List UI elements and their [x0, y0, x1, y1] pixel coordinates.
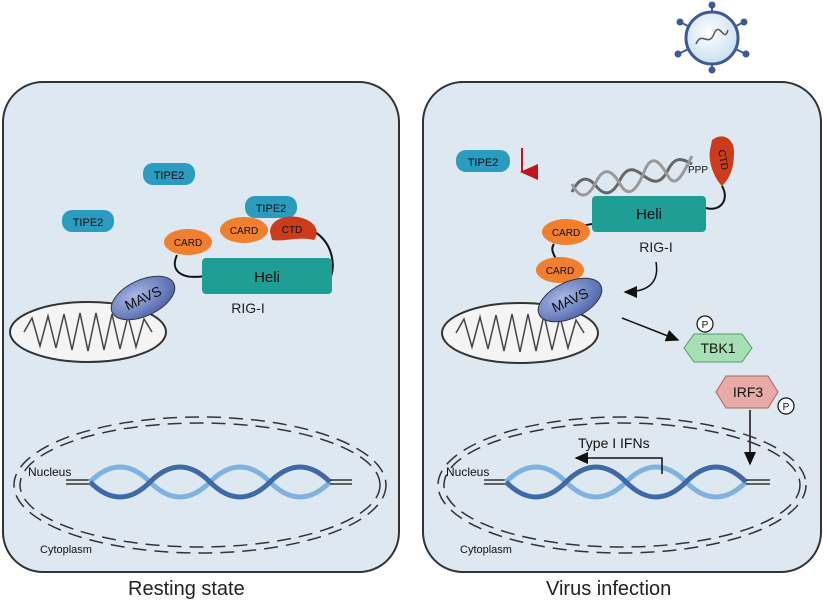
phospho-tbk1: P	[696, 315, 714, 333]
svg-text:IRF3: IRF3	[733, 384, 764, 400]
svg-text:CARD: CARD	[552, 228, 580, 239]
card-1: CARD	[164, 229, 212, 255]
tipe2-3: TIPE2	[245, 196, 297, 218]
heli-left: Heli	[202, 258, 332, 294]
svg-text:TBK1: TBK1	[700, 340, 735, 356]
mavs-left: MAVS	[110, 275, 176, 321]
virus-icon	[674, 1, 750, 74]
nucleus-right	[437, 416, 807, 554]
card-right-1: CARD	[542, 219, 590, 245]
resting-state-caption: Resting state	[128, 578, 245, 600]
pathway-diagram: TIPE2 TIPE2 TIPE2 CARD CARD CTD Heli RIG…	[2, 1, 822, 573]
type-i-ifns-label: Type I IFNs	[578, 435, 650, 451]
tipe2-right: TIPE2	[456, 150, 510, 172]
svg-text:TIPE2: TIPE2	[73, 217, 104, 229]
card-right-2: CARD	[536, 257, 584, 283]
right-linker-1	[705, 185, 726, 210]
svg-text:TIPE2: TIPE2	[468, 157, 499, 169]
nucleus-label-left: Nucleus	[28, 465, 71, 479]
tbk1: TBK1	[683, 333, 753, 363]
dna-left	[66, 464, 352, 500]
left-cell	[2, 81, 400, 573]
viral-rna	[570, 155, 694, 197]
svg-text:TIPE2: TIPE2	[256, 203, 287, 215]
heli-right: Heli	[592, 196, 706, 232]
left-linker	[173, 254, 206, 278]
cytoplasm-label-right: Cytoplasm	[460, 544, 512, 556]
svg-text:Heli: Heli	[254, 269, 280, 286]
svg-text:P: P	[702, 320, 709, 331]
ppp-label: PPP	[688, 165, 708, 176]
ctd-left: CTD	[270, 216, 317, 241]
svg-text:CTD: CTD	[282, 225, 303, 236]
virus-infection-caption: Virus infection	[546, 578, 672, 600]
tipe2-2: TIPE2	[62, 210, 114, 232]
card-2: CARD	[220, 217, 268, 243]
svg-text:CARD: CARD	[230, 226, 258, 237]
cytoplasm-label-left: Cytoplasm	[40, 544, 92, 556]
svg-text:Heli: Heli	[636, 206, 662, 223]
svg-text:CARD: CARD	[546, 266, 574, 277]
svg-text:TIPE2: TIPE2	[154, 170, 185, 182]
ctd-right: CTD	[709, 136, 734, 186]
arrow-to-tbk1	[621, 317, 680, 342]
dna-right	[484, 464, 770, 500]
nucleus-label-right: Nucleus	[446, 465, 489, 479]
ifn-expression-arrow	[574, 452, 663, 474]
svg-text:P: P	[783, 402, 790, 413]
rig-i-label-left: RIG-I	[231, 300, 264, 316]
nucleus-left	[13, 416, 387, 554]
mavs-right: MAVS	[537, 277, 603, 323]
activation-arrow	[623, 261, 658, 298]
svg-text:CARD: CARD	[174, 238, 202, 249]
svg-text:CTD: CTD	[715, 149, 729, 171]
rig-i-label-right: RIG-I	[639, 239, 672, 255]
irf3: IRF3	[715, 375, 779, 409]
phospho-irf3: P	[777, 397, 795, 415]
tipe2-1: TIPE2	[143, 163, 195, 185]
